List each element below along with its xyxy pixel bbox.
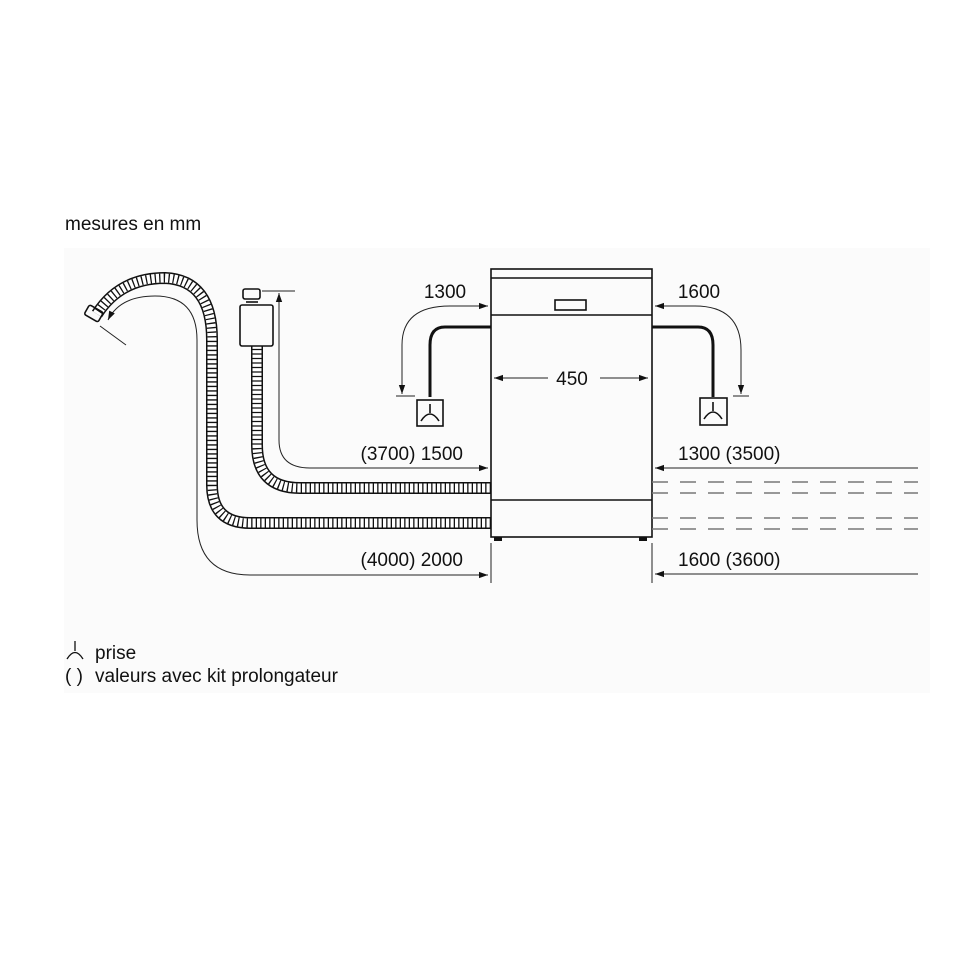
- cable-length-left-label: 1300: [424, 282, 466, 303]
- width-label: 450: [556, 369, 588, 390]
- dishwasher: [490, 268, 653, 541]
- control-display: [554, 299, 587, 311]
- cable-length-right-label: 1600: [678, 282, 720, 303]
- drain-length-arrow: [107, 295, 488, 579]
- drain-left-label: (4000) 2000: [361, 550, 463, 571]
- cable-length-right-arrow: [655, 302, 745, 394]
- drain-right-label: 1600 (3600): [678, 550, 780, 571]
- legend-parens-symbol: ( ): [65, 666, 83, 687]
- foot: [494, 537, 502, 541]
- legend-parens-label: valeurs avec kit prolongateur: [95, 666, 339, 687]
- socket-icon: [699, 397, 728, 426]
- legend-socket-label: prise: [95, 643, 136, 664]
- units-label: mesures en mm: [65, 214, 201, 235]
- inlet-right-label: 1300 (3500): [678, 444, 780, 465]
- inlet-left-label: (3700) 1500: [361, 444, 463, 465]
- foot: [639, 537, 647, 541]
- socket-icon: [66, 641, 84, 660]
